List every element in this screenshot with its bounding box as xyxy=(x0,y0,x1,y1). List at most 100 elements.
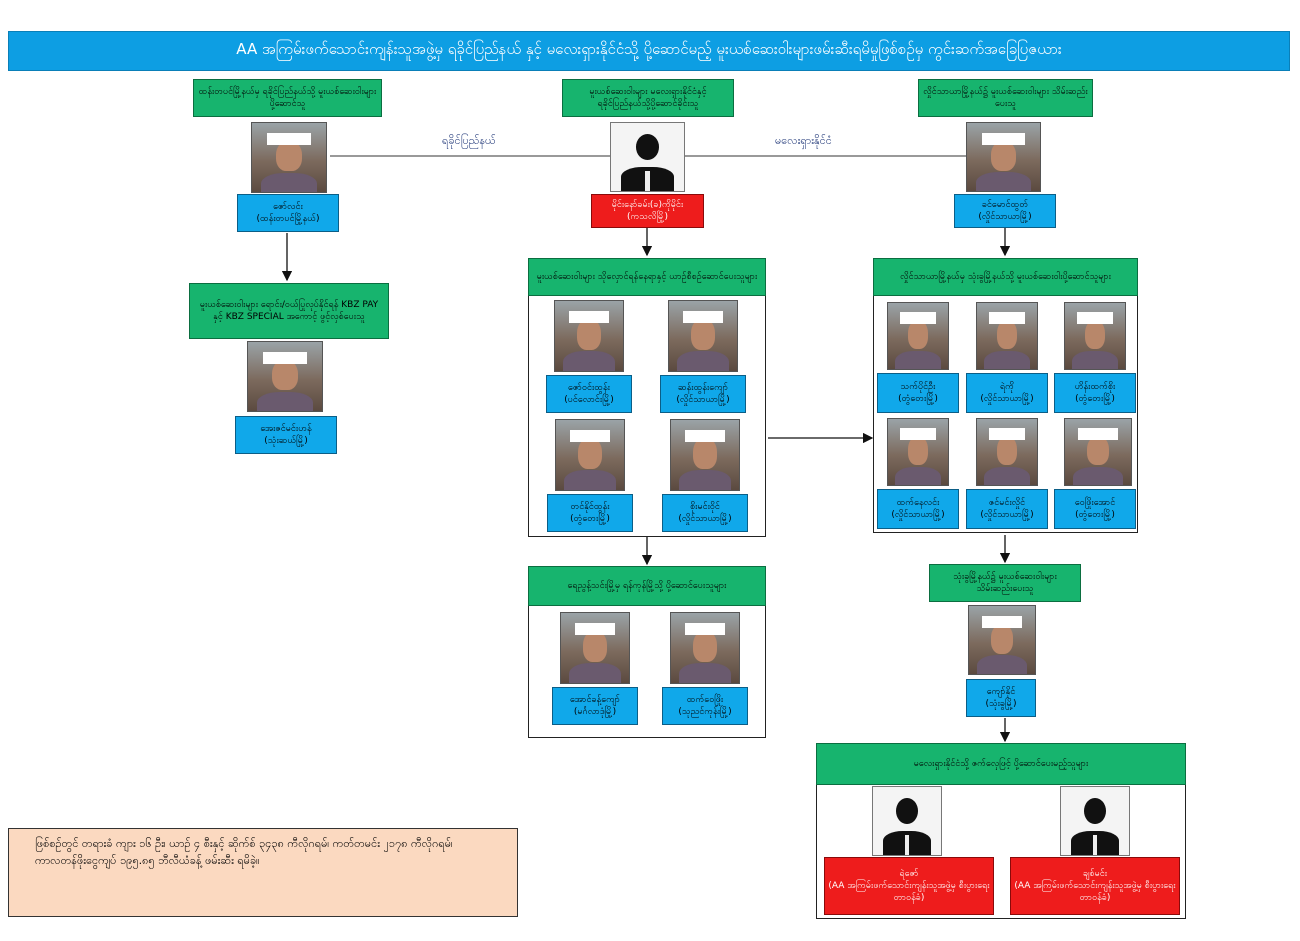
person-box-center-g2-2: ထက်ဝေဖြိုး (သုညင်ကုန်းမြို့) xyxy=(662,687,748,725)
role-text: မလေးရှားနိုင်ငံသို့ ဇက်လှေဖြင့် ပို့ဆောင… xyxy=(913,759,1089,769)
person-name: ခင်မောင်ထွတ် xyxy=(981,200,1029,210)
person-name: ဇင်မင်းလှိုင် xyxy=(988,498,1026,508)
person-box-right-storer: ကျော်နိုင် (သုံးခွမြို့) xyxy=(966,679,1036,717)
person-name: အောင်ခန့်ကျော် xyxy=(569,695,621,705)
role-box-malaysia: မလေးရှားနိုင်ငံသို့ ဇက်လှေဖြင့် ပို့ဆောင… xyxy=(816,743,1186,785)
person-box-center-g1-3: တင်နိုင်ထွန်း (တွံတေးမြို့) xyxy=(547,494,633,532)
role-text: လှိုင်သာယာမြို့နယ်၌ မူးယစ်ဆေးဝါးများ သိမ… xyxy=(923,87,1088,109)
person-photo xyxy=(968,605,1036,675)
summary-text: ဖြစ်စဉ်တွင် တရားခံ ကျား ၁၆ ဦး၊ ယာဉ် ၄ စီ… xyxy=(35,837,453,867)
person-box-center-g2-1: အောင်ခန့်ကျော် (မင်္ဂလာဒုံမြို့) xyxy=(552,687,638,725)
route-label-rakhine: ရခိုင်ပြည်နယ် xyxy=(442,134,496,147)
person-box-center-g1-1: ဇော်ဝင်းထွန်း (ပင်လောင်းမြို့) xyxy=(546,375,632,413)
person-name: သက်ပိုင်ဦး xyxy=(900,382,936,392)
person-town: (သုံးဆယ်မြို့) xyxy=(264,436,308,446)
person-photo xyxy=(966,122,1041,192)
person-town: (လှိုင်သာယာမြို့) xyxy=(980,394,1034,404)
person-photo xyxy=(976,418,1038,486)
role-text: သုံးခွမြို့နယ်၌ မူးယစ်ဆေးဝါးများ သိမ်းဆည… xyxy=(953,572,1057,594)
person-box-malaysia-2: ချစ်မင်း (AA အကြမ်းဖက်သောင်းကျန်းသူအဖွဲ့မ… xyxy=(1010,857,1180,915)
person-name: ဇော်လင်း xyxy=(273,202,303,212)
role-box-center-group1: မူးယစ်ဆေးဝါးများ သိုလှောင်ရန်နေရာနှင့် ယ… xyxy=(528,258,766,296)
person-box-right-1: သက်ပိုင်ဦး (တွံတေးမြို့) xyxy=(877,373,959,413)
person-name: ဟိန်းထက်စိုး xyxy=(1074,382,1116,392)
person-name: အေးဇင်မင်းဟန် xyxy=(260,424,312,434)
silhouette-icon xyxy=(1060,786,1130,856)
person-town: (လှိုင်သာယာမြို့) xyxy=(891,510,945,520)
person-name: တင်နိုင်ထွန်း xyxy=(570,502,610,512)
role-text: လှိုင်သာယာမြို့နယ်မှ သုံးခွမြို့နယ်သို့ … xyxy=(900,272,1111,282)
person-town: (ပင်လောင်းမြို့) xyxy=(564,395,614,405)
person-town: (ကသလိမြို့) xyxy=(626,212,668,222)
person-name: ဇော်ဝင်းထွန်း xyxy=(568,383,610,393)
person-name: ကျော်နိုင် xyxy=(986,687,1016,697)
silhouette-icon xyxy=(872,786,942,856)
person-town: (တွံတေးမြို့) xyxy=(1075,510,1115,520)
role-text: ထန်းတပင်မြို့နယ်မှ ရခိုင်ပြည်နယ်သို့ မူး… xyxy=(198,87,377,109)
person-box-right-3: ဟိန်းထက်စိုး (တွံတေးမြို့) xyxy=(1054,373,1136,413)
person-name: ထက်နေလင်း xyxy=(896,498,940,508)
person-photo xyxy=(887,418,949,486)
person-name: ဆန်းထွန်းကျော် xyxy=(677,383,729,393)
silhouette-icon xyxy=(610,122,685,192)
person-box-right-4: ထက်နေလင်း (လှိုင်သာယာမြို့) xyxy=(877,489,959,529)
route-label-malaysia: မလေးရှားနိုင်ငံ xyxy=(775,134,832,147)
person-box-right-5: ဇင်မင်းလှိုင် (လှိုင်သာယာမြို့) xyxy=(966,489,1048,529)
person-box-right-6: ဝေဖြိုးအောင် (တွံတေးမြို့) xyxy=(1054,489,1136,529)
person-name: ချစ်မင်း xyxy=(1083,869,1107,879)
person-town: (တွံတေးမြို့) xyxy=(898,394,938,404)
person-town: (တွံတေးမြို့) xyxy=(570,514,610,524)
person-photo xyxy=(668,300,738,372)
person-photo xyxy=(670,419,740,491)
person-town: (တွံတေးမြို့) xyxy=(1075,394,1115,404)
person-box-center-g1-4: စိုးမင်းဝိုင် (လှိုင်သာယာမြို့) xyxy=(662,494,748,532)
role-text: ရေညွန့်သင်းမြို့မှ ရန်ကုန်မြို့သို့ ပို့… xyxy=(567,581,727,591)
role-box-center-top: မူးယစ်ဆေးဝါးများ မလေးရှားနိုင်ငံနှင့် ရခ… xyxy=(562,79,734,117)
person-photo xyxy=(555,419,625,491)
person-box-left-second: အေးဇင်မင်းဟန် (သုံးဆယ်မြို့) xyxy=(235,416,337,454)
person-town: (ထန်းတပင်မြို့နယ်) xyxy=(256,214,320,224)
person-town: (သုညင်ကုန်းမြို့) xyxy=(678,707,732,717)
role-text: မူးယစ်ဆေးဝါးများ ရောင်း/ဝယ်ပြုလုပ်နိုင်ရ… xyxy=(199,300,379,322)
summary-note: ဖြစ်စဉ်တွင် တရားခံ ကျား ၁၆ ဦး၊ ယာဉ် ၄ စီ… xyxy=(8,828,518,917)
person-photo xyxy=(1064,302,1126,370)
person-town: (လှိုင်သာယာမြို့) xyxy=(978,212,1032,222)
person-photo xyxy=(1064,418,1132,486)
person-name: မိုင်းနော်ခမ်း(ခ)ကိုမိုင်း xyxy=(611,200,684,210)
person-photo xyxy=(670,612,740,684)
person-town: (လှိုင်သာယာမြို့) xyxy=(676,395,730,405)
person-town: (လှိုင်သာယာမြို့) xyxy=(980,510,1034,520)
person-photo xyxy=(554,300,624,372)
person-town: (AA အကြမ်းဖက်သောင်းကျန်းသူအဖွဲ့မှ စီးပွာ… xyxy=(1014,881,1176,903)
person-photo xyxy=(560,612,630,684)
role-box-left-top: ထန်းတပင်မြို့နယ်မှ ရခိုင်ပြည်နယ်သို့ မူး… xyxy=(193,79,382,117)
person-town: (AA အကြမ်းဖက်သောင်းကျန်းသူအဖွဲ့မှ စီးပွာ… xyxy=(828,881,990,903)
role-box-right-group: လှိုင်သာယာမြို့နယ်မှ သုံးခွမြို့နယ်သို့ … xyxy=(873,258,1138,296)
person-box-left-top: ဇော်လင်း (ထန်းတပင်မြို့နယ်) xyxy=(237,194,339,232)
role-box-center-group2: ရေညွန့်သင်းမြို့မှ ရန်ကုန်မြို့သို့ ပို့… xyxy=(528,566,766,606)
person-photo xyxy=(976,302,1038,370)
person-name: ထက်ဝေဖြိုး xyxy=(686,695,724,705)
page-title: AA အကြမ်းဖက်သောင်းကျန်းသူအဖွဲ့မှ ရခိုင်ပ… xyxy=(8,31,1290,71)
person-box-center-g1-2: ဆန်းထွန်းကျော် (လှိုင်သာယာမြို့) xyxy=(660,375,746,413)
person-name: ရဲကို xyxy=(1000,382,1014,392)
person-photo xyxy=(251,122,327,193)
role-box-right-top: လှိုင်သာယာမြို့နယ်၌ မူးယစ်ဆေးဝါးများ သိမ… xyxy=(918,79,1093,117)
role-text: မူးယစ်ဆေးဝါးများ မလေးရှားနိုင်ငံနှင့် ရခ… xyxy=(589,87,707,109)
role-box-right-storer: သုံးခွမြို့နယ်၌ မူးယစ်ဆေးဝါးများ သိမ်းဆည… xyxy=(929,564,1081,602)
person-box-right-top: ခင်မောင်ထွတ် (လှိုင်သာယာမြို့) xyxy=(954,194,1056,228)
role-box-left-second: မူးယစ်ဆေးဝါးများ ရောင်း/ဝယ်ပြုလုပ်နိုင်ရ… xyxy=(189,283,389,339)
person-name: ဝေဖြိုးအောင် xyxy=(1074,498,1116,508)
person-box-malaysia-1: ရဲဇော် (AA အကြမ်းဖက်သောင်းကျန်းသူအဖွဲ့မှ … xyxy=(824,857,994,915)
person-box-center-top: မိုင်းနော်ခမ်း(ခ)ကိုမိုင်း (ကသလိမြို့) xyxy=(591,194,704,228)
role-text: မူးယစ်ဆေးဝါးများ သိုလှောင်ရန်နေရာနှင့် ယ… xyxy=(536,272,758,282)
person-name: ရဲဇော် xyxy=(899,869,919,879)
person-town: (သုံးခွမြို့) xyxy=(985,699,1017,709)
person-town: (လှိုင်သာယာမြို့) xyxy=(678,514,732,524)
person-name: စိုးမင်းဝိုင် xyxy=(690,502,720,512)
person-town: (မင်္ဂလာဒုံမြို့) xyxy=(573,707,617,717)
person-photo xyxy=(247,341,323,412)
person-box-right-2: ရဲကို (လှိုင်သာယာမြို့) xyxy=(966,373,1048,413)
person-photo xyxy=(887,302,949,370)
